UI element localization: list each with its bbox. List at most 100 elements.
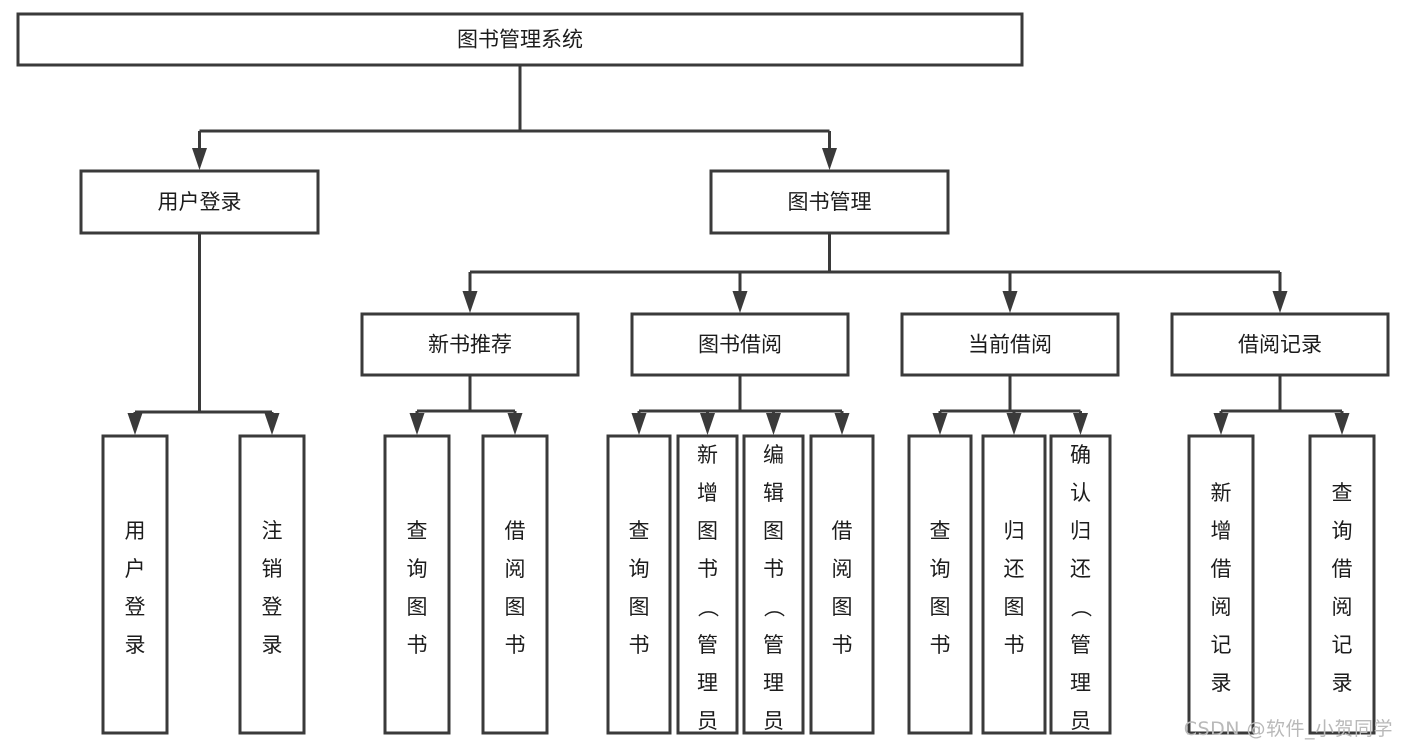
- node-box: [742, 434, 805, 735]
- node-label-char: 借: [505, 519, 526, 543]
- node-label-char: 查: [407, 519, 428, 543]
- node-label-char: 管: [697, 633, 718, 657]
- node-label-char: 图: [697, 519, 718, 543]
- node-label-char: 员: [697, 709, 718, 733]
- node-label: 借阅记录: [1238, 333, 1322, 357]
- node-label-char: 辑: [763, 481, 784, 505]
- node-label-char: 编: [763, 443, 784, 467]
- node-label-char: 员: [1070, 709, 1091, 733]
- watermark-text: CSDN @软件_小贺同学: [1183, 718, 1393, 740]
- node-label-char: 书: [763, 557, 784, 581]
- node-records[interactable]: 借阅记录: [1170, 312, 1390, 377]
- node-label-char: 图: [930, 595, 951, 619]
- node-label: 用户登录: [158, 190, 242, 214]
- node-label-char: 新: [697, 443, 718, 467]
- node-borrow[interactable]: 图书借阅: [630, 312, 850, 377]
- node-label-char: 理: [697, 671, 718, 695]
- node-label-char: 户: [125, 557, 146, 581]
- edge-group-borrow: [631, 375, 850, 435]
- node-box: [1049, 434, 1112, 735]
- node-box: [1308, 434, 1376, 735]
- edge-group-current: [932, 375, 1088, 435]
- edge-group-records: [1213, 375, 1350, 435]
- node-label: 图书借阅: [698, 333, 782, 357]
- node-root[interactable]: 图书管理系统: [16, 12, 1024, 67]
- node-label: 图书管理系统: [457, 28, 583, 52]
- node-label-char: 借: [1332, 557, 1353, 581]
- node-label-char: （: [1069, 597, 1093, 618]
- edge-group-root: [192, 65, 837, 170]
- node-label-char: 还: [1070, 557, 1091, 581]
- node-leaf-user-login[interactable]: 用户登录: [101, 434, 169, 735]
- node-box: [481, 434, 549, 735]
- node-login[interactable]: 用户登录: [79, 169, 320, 235]
- node-label-char: 管: [1070, 633, 1091, 657]
- node-label-char: 录: [1211, 671, 1232, 695]
- node-label-char: 查: [1332, 481, 1353, 505]
- node-label-char: 录: [262, 633, 283, 657]
- node-label-char: 录: [125, 633, 146, 657]
- node-label-char: 还: [1004, 557, 1025, 581]
- node-label-char: 注: [262, 519, 283, 543]
- node-label-char: 查: [629, 519, 650, 543]
- node-label-char: 阅: [832, 557, 853, 581]
- node-label-char: 认: [1070, 481, 1091, 505]
- node-label: 图书管理: [788, 190, 872, 214]
- node-label-char: 管: [763, 633, 784, 657]
- node-label-char: 询: [930, 557, 951, 581]
- node-label-char: 增: [1211, 519, 1232, 543]
- node-label: 当前借阅: [968, 333, 1052, 357]
- node-box: [606, 434, 672, 735]
- node-label: 新书推荐: [428, 333, 512, 357]
- node-label-char: 记: [1332, 633, 1353, 657]
- node-box: [16, 12, 1024, 67]
- node-label-char: 图: [407, 595, 428, 619]
- node-label-char: 查: [930, 519, 951, 543]
- node-label-char: 书: [832, 633, 853, 657]
- node-box: [900, 312, 1120, 377]
- node-label-char: 阅: [1332, 595, 1353, 619]
- node-label-char: 记: [1211, 633, 1232, 657]
- node-box: [79, 169, 320, 235]
- edge-group-login: [127, 233, 280, 435]
- node-label-char: 阅: [1211, 595, 1232, 619]
- node-label-char: 图: [763, 519, 784, 543]
- node-label-char: 理: [1070, 671, 1091, 695]
- node-box: [238, 434, 306, 735]
- edges-layer: [127, 65, 1350, 435]
- node-label-char: 询: [407, 557, 428, 581]
- node-label-char: 图: [505, 595, 526, 619]
- node-label-char: 阅: [505, 557, 526, 581]
- node-box: [101, 434, 169, 735]
- node-label-char: 员: [763, 709, 784, 733]
- node-label-char: 书: [1004, 633, 1025, 657]
- edge-group-newbook: [409, 375, 523, 435]
- node-current[interactable]: 当前借阅: [900, 312, 1120, 377]
- node-label-char: 图: [832, 595, 853, 619]
- node-box: [383, 434, 451, 735]
- node-label-char: 书: [930, 633, 951, 657]
- node-label-char: （: [762, 597, 786, 618]
- node-newbook[interactable]: 新书推荐: [360, 312, 580, 377]
- node-label-char: 登: [125, 595, 146, 619]
- node-label-char: 确: [1070, 443, 1091, 467]
- node-label-char: 询: [1332, 519, 1353, 543]
- node-label-char: 书: [697, 557, 718, 581]
- node-bookmgmt[interactable]: 图书管理: [709, 169, 950, 235]
- node-label-char: 新: [1211, 481, 1232, 505]
- node-label-char: 销: [262, 557, 283, 581]
- node-box: [809, 434, 875, 735]
